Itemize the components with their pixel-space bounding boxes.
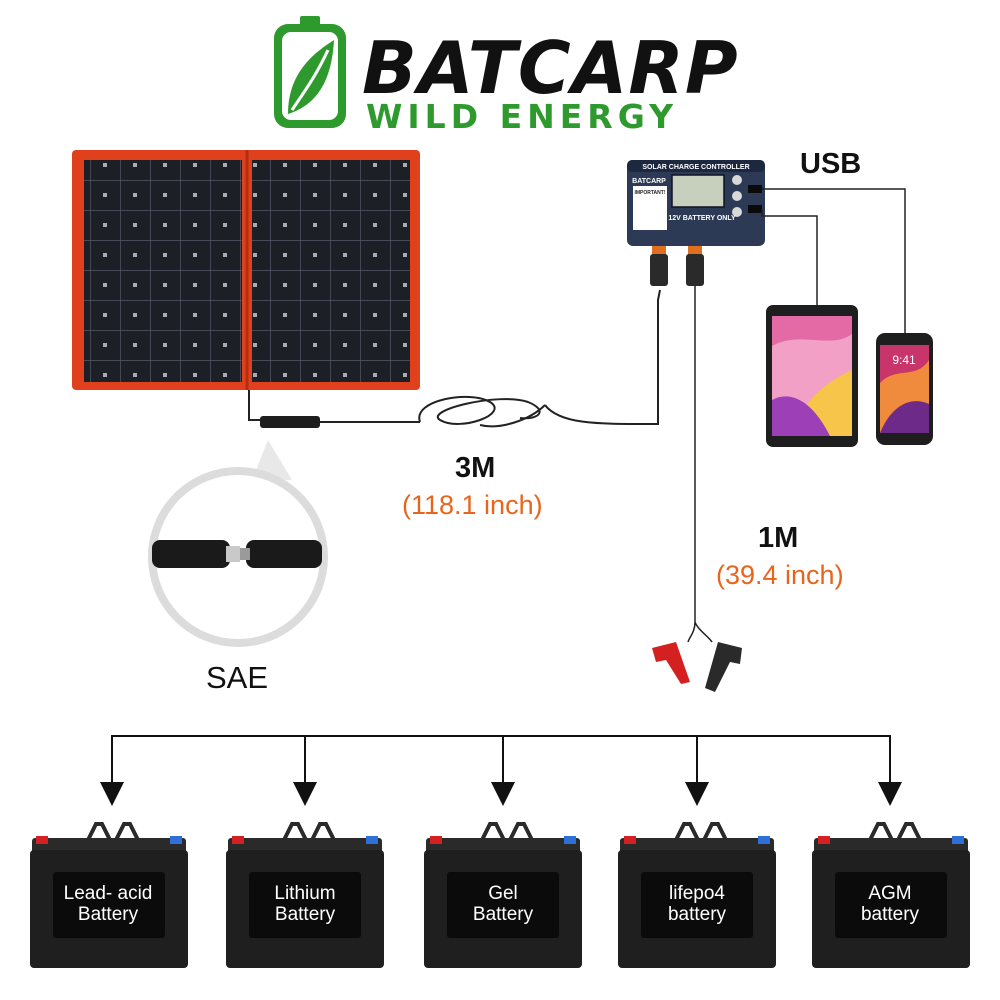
brand-tagline: WILD ENERGY — [366, 97, 678, 136]
sae-callout — [148, 440, 328, 647]
battery-negative-terminal — [170, 836, 182, 844]
battery-handles — [868, 822, 922, 841]
red-clamp — [652, 642, 690, 684]
battery-positive-terminal — [818, 836, 830, 844]
controller-title: SOLAR CHARGE CONTROLLER — [642, 164, 749, 171]
solar-panel — [72, 150, 420, 390]
controller-button-1 — [732, 175, 742, 185]
battery-2 — [424, 822, 582, 968]
tablet — [766, 305, 858, 447]
cable-3m-inches: (118.1 inch) — [402, 490, 543, 520]
phone-clock: 9:41 — [892, 353, 916, 367]
black-clamp — [705, 642, 742, 692]
cable-1m-length: 1M — [758, 522, 799, 554]
battery-1 — [226, 822, 384, 968]
cable-1m — [687, 286, 713, 643]
controller-button-2 — [732, 191, 742, 201]
usb-label: USB — [800, 148, 862, 180]
sae-label: SAE — [206, 660, 269, 695]
battery-positive-terminal — [430, 836, 442, 844]
sae-inline-plug — [260, 416, 320, 428]
distribution-arrows — [111, 735, 891, 790]
battery-handles — [480, 822, 534, 841]
brand-logo: BATCARP WILD ENERGY — [262, 14, 742, 136]
arrow-heads — [100, 782, 902, 806]
battery-negative-terminal — [758, 836, 770, 844]
battery-handles — [86, 822, 140, 841]
phone — [876, 333, 933, 445]
cable-3m-length: 3M — [455, 452, 496, 484]
battery-label-plate — [641, 872, 753, 938]
controller-input-connector — [650, 254, 668, 286]
battery-label-plate — [835, 872, 947, 938]
charge-controller — [627, 160, 765, 286]
cable-1m-inches: (39.4 inch) — [716, 560, 844, 590]
battery-negative-terminal — [952, 836, 964, 844]
sae-plug-right — [246, 540, 322, 568]
controller-notice-panel — [633, 186, 667, 230]
battery-negative-terminal — [366, 836, 378, 844]
battery-row — [30, 822, 970, 968]
controller-battery-note: 12V BATTERY ONLY — [668, 215, 736, 222]
usb-port-1 — [748, 185, 762, 193]
sae-plug-left — [152, 540, 230, 568]
battery-handles — [282, 822, 336, 841]
battery-label-plate — [249, 872, 361, 938]
controller-notice-title: IMPORTANT! — [634, 190, 665, 196]
battery-4 — [812, 822, 970, 968]
battery-positive-terminal — [624, 836, 636, 844]
battery-negative-terminal — [564, 836, 576, 844]
cable-3m — [248, 289, 661, 428]
panel-right-half — [252, 160, 410, 382]
battery-positive-terminal — [36, 836, 48, 844]
usb-port-2 — [748, 205, 762, 213]
usb-cables — [761, 188, 906, 336]
controller-button-3 — [732, 207, 742, 217]
controller-output-connector — [686, 254, 704, 286]
brand-name: BATCARP — [362, 26, 739, 110]
controller-lcd — [671, 174, 725, 208]
battery-label-plate — [53, 872, 165, 938]
battery-label-plate — [447, 872, 559, 938]
panel-left-half — [84, 160, 242, 382]
battery-3 — [618, 822, 776, 968]
controller-brand: BATCARP — [632, 178, 666, 185]
battery-0 — [30, 822, 188, 968]
battery-leaf-icon — [274, 16, 346, 128]
battery-handles — [674, 822, 728, 841]
battery-clamps — [652, 642, 742, 692]
battery-positive-terminal — [232, 836, 244, 844]
